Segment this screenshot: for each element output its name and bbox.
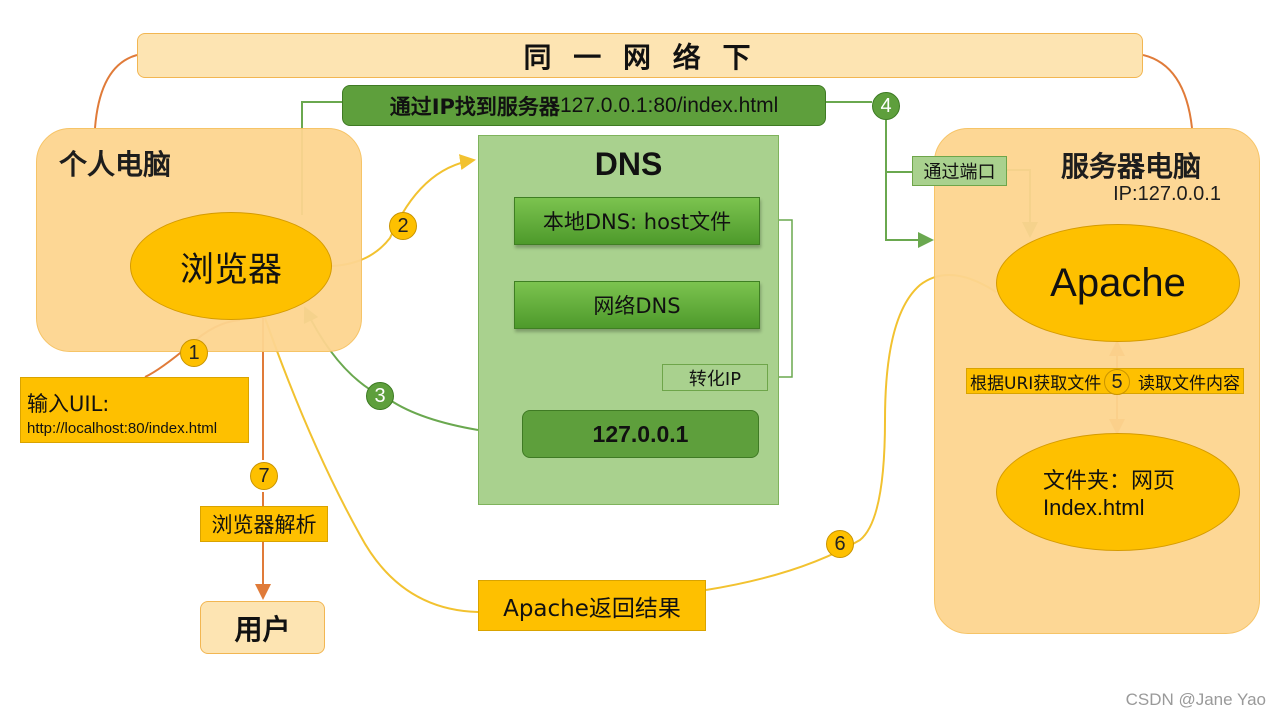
apache-return-line (705, 274, 997, 591)
step-badge-7: 7 (250, 462, 278, 490)
step-badge-4: 4 (872, 92, 900, 120)
via-port-label: 通过端口 (923, 162, 996, 183)
step-badge-5: 5 (1104, 369, 1130, 395)
network-link-left (94, 54, 138, 129)
browser-node: 浏览器 (130, 212, 332, 320)
net-dns-label: 网络DNS (593, 294, 681, 318)
browser-label: 浏览器 (180, 249, 282, 290)
browser-parse-label: 浏览器解析 (211, 513, 317, 537)
user-node: 用户 (200, 601, 325, 654)
step-badge-2: 2 (389, 212, 417, 240)
folder-line-1: 文件夹：网页 (1043, 469, 1176, 494)
convert-ip-box: 转化IP (662, 364, 768, 391)
apache-return-label: Apache返回结果 (503, 595, 681, 622)
input-url-title: 输入UIL: (27, 392, 110, 416)
find-server-bold: 通过IP找到服务器 (389, 94, 560, 119)
input-url-box: 输入UIL: http://localhost:80/index.html (20, 377, 249, 443)
local-dns-label: 本地DNS: host文件 (542, 210, 732, 234)
server-ip: IP:127.0.0.1 (1113, 183, 1221, 205)
local-dns-box: 本地DNS: host文件 (514, 197, 760, 245)
apache-return-box: Apache返回结果 (478, 580, 706, 631)
read-uri-text: 根据URI获取文件 (970, 373, 1102, 394)
step4-down-line (885, 120, 934, 248)
apache-node: Apache (996, 224, 1240, 342)
folder-line-2: Index.html (1043, 495, 1145, 520)
step-badge-1: 1 (180, 339, 208, 367)
apache-label: Apache (1050, 260, 1186, 305)
result-ip-label: 127.0.0.1 (592, 420, 689, 447)
find-server-bar: 通过IP找到服务器 127.0.0.1:80/index.html (342, 85, 826, 126)
find-server-address: 127.0.0.1:80/index.html (559, 93, 779, 117)
watermark: CSDN @Jane Yao (1125, 690, 1266, 709)
step-badge-6: 6 (826, 530, 854, 558)
input-url-value: http://localhost:80/index.html (27, 420, 218, 437)
return-to-browser-line (264, 317, 479, 613)
network-bar: 同 一 网 络 下 (137, 33, 1143, 78)
pc-title: 个人电脑 (59, 148, 172, 181)
browser-parse-box: 浏览器解析 (200, 506, 328, 542)
user-label: 用户 (234, 612, 291, 646)
via-port-box: 通过端口 (912, 156, 1007, 186)
dns-title: DNS (594, 146, 663, 182)
folder-node: 文件夹：网页 Index.html (996, 433, 1240, 551)
convert-ip-label: 转化IP (688, 368, 742, 390)
server-title: 服务器电脑 (1061, 150, 1202, 183)
result-ip-box: 127.0.0.1 (522, 410, 759, 458)
network-title: 同 一 网 络 下 (523, 40, 757, 74)
network-link-right (1142, 54, 1193, 129)
step-badge-3: 3 (366, 382, 394, 410)
net-dns-box: 网络DNS (514, 281, 760, 329)
read-content-text: 读取文件内容 (1138, 373, 1240, 394)
